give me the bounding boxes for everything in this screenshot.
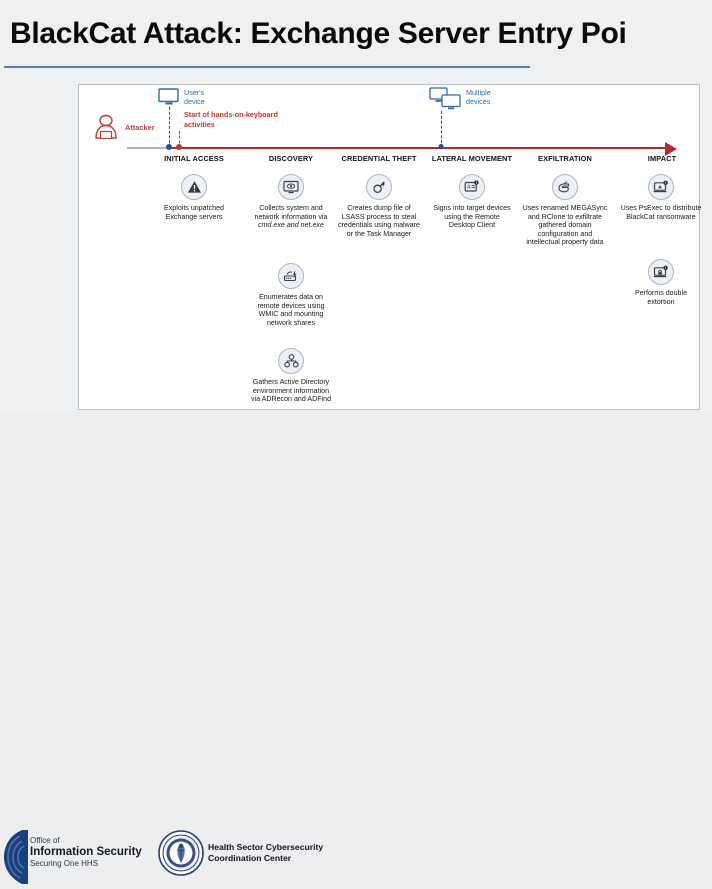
timeline-label-discovery: DISCOVERY — [268, 154, 314, 163]
timeline-label-initial-access: INITIAL ACCESS — [164, 154, 224, 163]
stage-item-discovery-1: Collects system and network information … — [233, 174, 349, 230]
title-underline-rule — [4, 66, 530, 68]
office-line-3: Securing One HHS — [30, 859, 99, 868]
users-device-connector — [169, 107, 170, 148]
stage-item-discovery-3: Gathers Active Directory environment inf… — [233, 348, 349, 404]
remote-desktop-icon: A — [459, 174, 485, 200]
stage-item-text: Collects system and network information … — [254, 204, 328, 230]
stage-item-credential-theft-1: Creates dump file of LSASS process to st… — [321, 174, 437, 238]
svg-text:A: A — [467, 185, 471, 191]
office-line-1: Office of — [30, 836, 60, 845]
warning-triangle-icon — [181, 174, 207, 200]
multiple-devices-label: Multiple devices — [466, 88, 491, 106]
users-device-label: User's device — [184, 88, 205, 106]
timeline-label-exfiltration: EXFILTRATION — [538, 154, 592, 163]
multiple-devices-icon — [429, 87, 463, 116]
attacker-label: Attacker — [125, 123, 155, 132]
stage-item-exfiltration-1: Uses renamed MEGASync and RClone to exfi… — [507, 174, 623, 247]
router-bolt-icon — [278, 263, 304, 289]
stage-item-text: Uses PsExec to distribute BlackCat ranso… — [620, 204, 702, 221]
monitor-eye-icon — [278, 174, 304, 200]
stage-item-discovery-2: Enumerates data on remote devices using … — [233, 263, 349, 327]
page-title: BlackCat Attack: Exchange Server Entry P… — [10, 17, 627, 50]
timeline-axis — [169, 146, 669, 149]
hands-on-keyboard-note: Start of hands-on-keyboard activities — [184, 110, 278, 129]
stage-item-text: Enumerates data on remote devices using … — [257, 293, 325, 327]
slide-title-band: BlackCat Attack: Exchange Server Entry P… — [0, 8, 712, 60]
key-wrench-icon — [366, 174, 392, 200]
node-dot-initial-access — [166, 144, 172, 150]
timeline-arrowhead — [665, 142, 677, 156]
hands-on-keyboard-connector — [179, 131, 180, 148]
stage-item-text: Gathers Active Directory environment inf… — [250, 378, 332, 404]
stage-item-text: Exploits unpatched Exchange servers — [164, 204, 224, 221]
stage-item-text: Performs double extortion — [634, 289, 688, 306]
node-dot-lateral-movement — [438, 144, 444, 149]
attacker-icon — [91, 113, 121, 146]
stage-item-text: Uses renamed MEGASync and RClone to exfi… — [522, 204, 608, 247]
hand-grab-icon — [552, 174, 578, 200]
stage-item-initial-access-1: Exploits unpatched Exchange servers — [136, 174, 252, 221]
stage-item-text: Creates dump file of LSASS process to st… — [337, 204, 420, 238]
stage-item-text: Signs into target devices using the Remo… — [433, 204, 511, 230]
timeline-label-lateral-movement: LATERAL MOVEMENT — [431, 154, 513, 163]
timeline-label-credential-theft: CREDENTIAL THEFT — [341, 154, 417, 163]
users-device-icon — [158, 88, 180, 111]
locked-laptop-alert-icon — [648, 259, 674, 285]
multiple-devices-connector — [441, 111, 442, 148]
hhs-logo-icon — [2, 830, 30, 884]
slide-canvas: BlackCat Attack: Exchange Server Entry P… — [0, 8, 712, 884]
office-of-information-security-block: Office of Information Security Securing … — [30, 836, 142, 869]
stage-item-impact-2: Performs double extortion — [607, 259, 712, 306]
office-line-2: Information Security — [30, 846, 142, 858]
org-tree-icon — [278, 348, 304, 374]
hc3-title: Health Sector Cybersecurity Coordination… — [208, 842, 324, 863]
stage-item-impact-1: Uses PsExec to distribute BlackCat ranso… — [607, 174, 712, 221]
diagram-panel: Attacker User's device Start of hands-on… — [78, 84, 701, 410]
timeline-label-impact: IMPACT — [647, 154, 677, 163]
hhs-seal-icon — [158, 830, 204, 876]
timeline-pre-segment — [127, 147, 169, 149]
node-dot-hands-on-keyboard — [176, 144, 182, 150]
slide-footer: Office of Information Security Securing … — [0, 412, 712, 884]
laptop-alert-icon — [648, 174, 674, 200]
stage-item-lateral-movement-1: A Signs into target devices using the Re… — [414, 174, 530, 230]
